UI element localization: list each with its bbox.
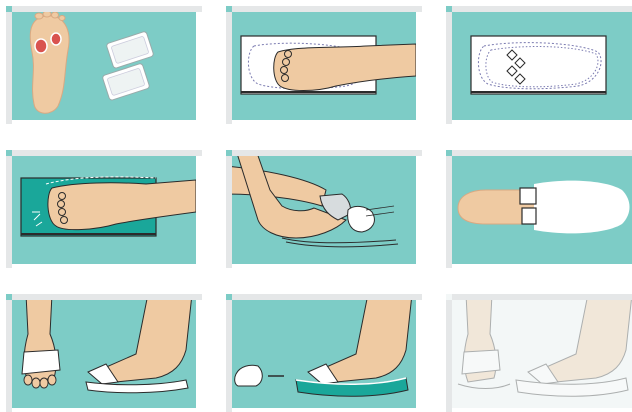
sandal-green-sole-icon xyxy=(234,294,413,397)
foot-on-template-icon xyxy=(240,35,416,95)
finished-sandal-faded-icon xyxy=(457,294,632,397)
sandal-with-toe-strap-icon xyxy=(21,294,193,394)
step-panel-6 xyxy=(446,150,632,264)
step-panel-3 xyxy=(446,6,632,120)
step-panel-2 xyxy=(226,6,416,120)
step-panel-7 xyxy=(6,294,196,408)
step-panel-5 xyxy=(226,150,416,264)
hands-shaping-toe-pad-icon xyxy=(226,150,399,248)
step-panel-8 xyxy=(226,294,416,408)
insole-template-marked-icon xyxy=(470,35,607,95)
step-panel-4 xyxy=(6,150,196,264)
foot-in-foam-box-icon xyxy=(20,176,196,237)
foot-sole-with-spots-and-pads-icon xyxy=(29,10,154,114)
step-panel-1 xyxy=(6,6,196,120)
toe-separator-on-template-icon xyxy=(457,180,630,234)
step-panel-9 xyxy=(446,294,632,408)
